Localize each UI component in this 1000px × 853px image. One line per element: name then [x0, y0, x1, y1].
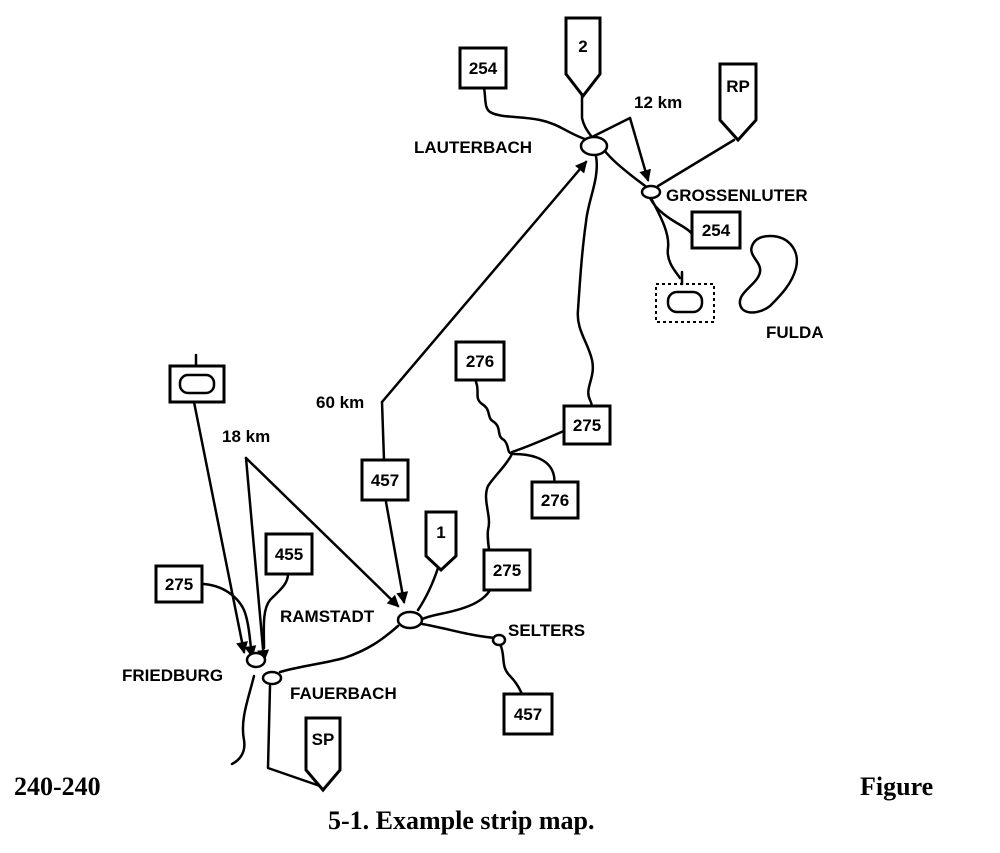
road-1-ramstadt [416, 566, 440, 612]
route-marker-1: 1 [424, 510, 458, 573]
road-rp-grossenluter [656, 138, 736, 188]
road-254-to-lauterbach [482, 86, 590, 142]
svg-text:254: 254 [469, 59, 498, 78]
route-marker-254-top: 254 [458, 46, 508, 90]
label-fauerbach: FAUERBACH [290, 684, 397, 703]
svg-text:275: 275 [493, 561, 521, 580]
road-junction-275 [510, 428, 568, 454]
town-lauterbach [579, 135, 609, 157]
road-ramstadt-fauerbach [278, 624, 400, 674]
route-markers: 254 2 RP 254 276 275 276 [154, 16, 758, 793]
label-distance-60km: 60 km [316, 393, 364, 412]
arrow-18km-friedburg [244, 456, 270, 662]
road-275-friedburg [202, 582, 257, 658]
road-fauerbach-sp [266, 684, 322, 788]
route-marker-457-bottom: 457 [502, 692, 554, 736]
caption-figure-title: 5-1. Example strip map. [328, 806, 595, 835]
svg-text:276: 276 [541, 491, 569, 510]
road-grossenluter-sign [650, 198, 682, 280]
route-marker-sp: SP [304, 716, 342, 793]
route-marker-rp: RP [718, 62, 758, 143]
route-marker-275-mid: 275 [562, 404, 612, 446]
svg-text:SP: SP [312, 730, 335, 749]
route-marker-254-right: 254 [690, 210, 742, 250]
road-network [202, 86, 736, 788]
label-friedburg: FRIEDBURG [122, 666, 223, 685]
svg-text:2: 2 [578, 37, 587, 56]
svg-text:457: 457 [514, 705, 542, 724]
svg-text:RP: RP [726, 77, 750, 96]
route-marker-275-low: 275 [482, 548, 532, 592]
label-distance-18km: 18 km [222, 427, 270, 446]
arrow-sign-friedburg [192, 400, 248, 654]
town-friedburg [245, 651, 267, 669]
road-selters-457 [498, 642, 524, 696]
arrow-60km-down [380, 400, 386, 462]
town-labels: LAUTERBACH GROSSENLUTER FULDA RAMSTADT S… [122, 138, 824, 703]
label-fulda: FULDA [766, 323, 824, 342]
svg-text:455: 455 [275, 545, 303, 564]
svg-text:457: 457 [371, 471, 399, 490]
route-marker-455: 455 [264, 532, 314, 576]
label-distance-12km: 12 km [634, 93, 682, 112]
route-marker-276-mid: 276 [530, 480, 580, 520]
unit-symbols [168, 270, 715, 404]
label-selters: SELTERS [508, 621, 585, 640]
route-marker-457-mid: 457 [360, 458, 410, 502]
arrow-12km-right [628, 116, 651, 182]
caption-page-ref: 240-240 [14, 772, 101, 801]
route-marker-2: 2 [564, 16, 602, 99]
unit-symbol-left [168, 353, 226, 404]
town-fulda-area [738, 234, 799, 314]
road-lauterbach-grossenluter [602, 148, 650, 190]
arrow-60km-ramstadt [384, 500, 409, 604]
label-grossenluter: GROSSENLUTER [666, 186, 808, 205]
road-276-wiggle [474, 380, 514, 456]
label-lauterbach: LAUTERBACH [414, 138, 532, 157]
unit-symbol-right [655, 270, 715, 323]
road-ramstadt-selters [420, 622, 498, 640]
arrow-60km-up [380, 160, 588, 404]
arrow-18km-ramstadt [244, 456, 400, 608]
caption-figure-word: Figure [860, 772, 934, 801]
town-grossenluter [640, 184, 662, 200]
route-marker-275-left: 275 [154, 564, 204, 604]
road-lauterbach-south [576, 154, 599, 420]
svg-text:275: 275 [573, 416, 601, 435]
svg-text:1: 1 [436, 523, 445, 542]
distance-labels: 12 km 60 km 18 km [222, 93, 682, 446]
town-selters [491, 633, 507, 647]
route-marker-276-top: 276 [454, 340, 506, 382]
svg-text:276: 276 [466, 352, 494, 371]
road-2-to-lauterbach [580, 94, 596, 142]
svg-text:254: 254 [702, 221, 731, 240]
road-455-friedburg [262, 572, 290, 650]
towns [245, 135, 799, 686]
label-ramstadt: RAMSTADT [280, 607, 375, 626]
town-ramstadt [396, 610, 424, 630]
svg-text:275: 275 [165, 575, 193, 594]
town-fauerbach [261, 670, 283, 686]
road-friedburg-south [230, 674, 256, 766]
distance-arrows [192, 116, 651, 662]
